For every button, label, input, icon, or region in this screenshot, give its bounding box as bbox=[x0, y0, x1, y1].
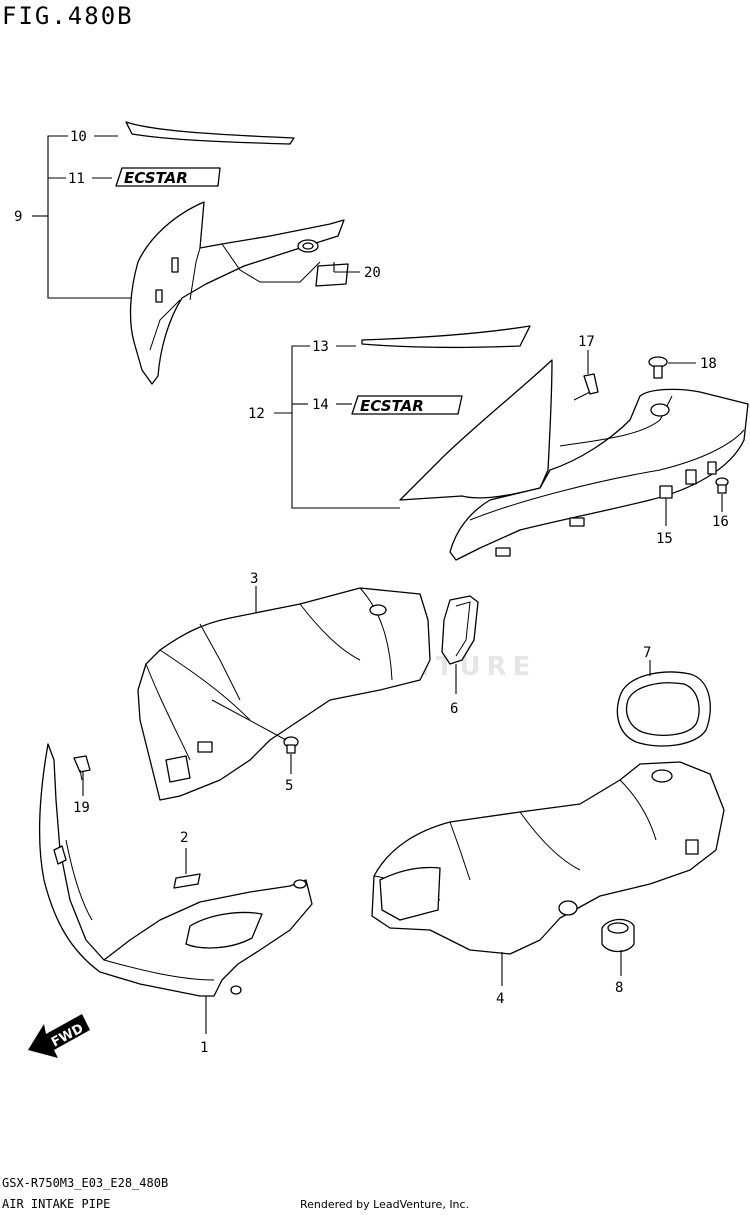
callout-14[interactable]: 14 bbox=[312, 397, 329, 413]
seal-ring-7[interactable] bbox=[616, 671, 711, 747]
figure-title: FIG.480B bbox=[2, 2, 134, 30]
grommet-8[interactable] bbox=[601, 918, 635, 953]
lower-cover-1[interactable] bbox=[39, 743, 313, 997]
callout-1[interactable]: 1 bbox=[200, 1040, 208, 1056]
fwd-arrow: FWD bbox=[28, 1014, 90, 1058]
callout-16[interactable]: 16 bbox=[712, 514, 729, 530]
clip-15[interactable] bbox=[659, 485, 673, 499]
callout-6[interactable]: 6 bbox=[450, 701, 458, 717]
section-name: AIR INTAKE PIPE bbox=[2, 1197, 111, 1211]
callout-4[interactable]: 4 bbox=[496, 991, 504, 1007]
rivet-18[interactable] bbox=[648, 356, 668, 379]
emblem-14[interactable]: ECSTAR bbox=[351, 395, 463, 415]
callout-7[interactable]: 7 bbox=[643, 645, 651, 661]
bracket-12 bbox=[274, 345, 400, 509]
screw-19[interactable] bbox=[73, 755, 91, 781]
emblem-14-text: ECSTAR bbox=[360, 397, 424, 415]
bracket-9 bbox=[32, 135, 132, 299]
callout-17[interactable]: 17 bbox=[578, 334, 595, 350]
rivet-16[interactable] bbox=[715, 477, 729, 494]
callout-19[interactable]: 19 bbox=[73, 800, 90, 816]
callout-2[interactable]: 2 bbox=[180, 830, 188, 846]
seal-6[interactable] bbox=[441, 595, 479, 665]
callout-15[interactable]: 15 bbox=[656, 531, 673, 547]
intake-duct-4[interactable] bbox=[371, 761, 725, 955]
stripe-decal-13[interactable] bbox=[361, 325, 531, 348]
callout-13[interactable]: 13 bbox=[312, 339, 329, 355]
callout-5[interactable]: 5 bbox=[285, 778, 293, 794]
upper-cover-left[interactable] bbox=[129, 201, 345, 385]
render-credit: Rendered by LeadVenture, Inc. bbox=[300, 1198, 470, 1211]
rivet-5[interactable] bbox=[283, 736, 299, 754]
emblem-11-text: ECSTAR bbox=[124, 169, 188, 187]
bolt-17[interactable] bbox=[573, 373, 599, 401]
callout-10[interactable]: 10 bbox=[70, 129, 87, 145]
intake-duct-3[interactable] bbox=[137, 587, 431, 801]
model-code: GSX-R750M3_E03_E28_480B bbox=[2, 1176, 169, 1190]
callout-18[interactable]: 18 bbox=[700, 356, 717, 372]
callout-8[interactable]: 8 bbox=[615, 980, 623, 996]
callout-11[interactable]: 11 bbox=[68, 171, 85, 187]
callout-9[interactable]: 9 bbox=[14, 209, 22, 225]
callout-3[interactable]: 3 bbox=[250, 571, 258, 587]
label-2[interactable] bbox=[173, 873, 201, 889]
label-20[interactable] bbox=[315, 263, 349, 287]
stripe-decal-10[interactable] bbox=[125, 121, 295, 145]
callout-12[interactable]: 12 bbox=[248, 406, 265, 422]
emblem-11[interactable]: ECSTAR bbox=[115, 167, 221, 187]
callout-20[interactable]: 20 bbox=[364, 265, 381, 281]
upper-cover-right[interactable] bbox=[399, 359, 749, 561]
